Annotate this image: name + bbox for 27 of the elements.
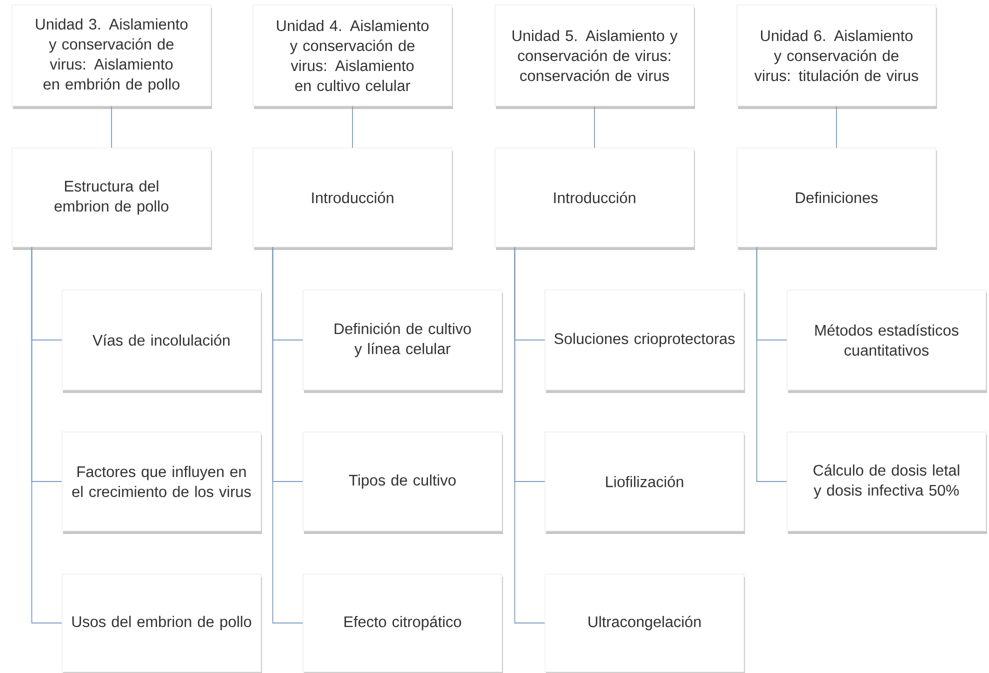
unit-box: Unidad 5. Aislamiento y conservación de virus: conservación de virus xyxy=(494,4,695,109)
connector-line xyxy=(31,246,62,624)
unit-box: Unidad 3. Aislamiento y conservación de virus: Aislamiento en embrión de pollo xyxy=(12,4,212,109)
subtopic-box: Métodos estadísticos cuantitativos xyxy=(786,290,987,393)
topic-box: Estructura del embrion de pollo xyxy=(12,148,212,250)
connector-line xyxy=(836,106,837,148)
subtopic-box: Efecto citropático xyxy=(302,574,503,673)
subtopic-box: Usos del embrion de pollo xyxy=(62,574,262,673)
subtopic-box: Cálculo de dosis letal y dosis infectiva 50% xyxy=(786,432,987,534)
connector-line xyxy=(514,246,546,624)
topic-box: Definiciones xyxy=(736,148,937,250)
subtopic-box: Vías de incolulación xyxy=(62,290,262,393)
connector-line xyxy=(352,106,353,148)
subtopic-box: Ultracongelación xyxy=(544,574,745,673)
subtopic-box: Factores que influyen en el crecimiento de los virus xyxy=(62,432,262,534)
topic-box: Introducción xyxy=(252,148,453,250)
connector-line xyxy=(594,106,595,148)
subtopic-box: Tipos de cultivo xyxy=(302,432,503,534)
connector-line xyxy=(111,106,112,148)
subtopic-box: Soluciones crioprotectoras xyxy=(544,290,745,393)
connector-line xyxy=(756,246,788,482)
topic-box: Introducción xyxy=(494,148,695,250)
unit-box: Unidad 4. Aislamiento y conservación de virus: Aislamiento en cultivo celular xyxy=(252,4,453,109)
subtopic-box: Definición de cultivo y línea celular xyxy=(302,290,503,393)
subtopic-box: Liofilización xyxy=(544,432,745,534)
connector-line xyxy=(272,246,304,624)
unit-box: Unidad 6. Aislamiento y conservación de virus: titulación de virus xyxy=(736,4,937,109)
